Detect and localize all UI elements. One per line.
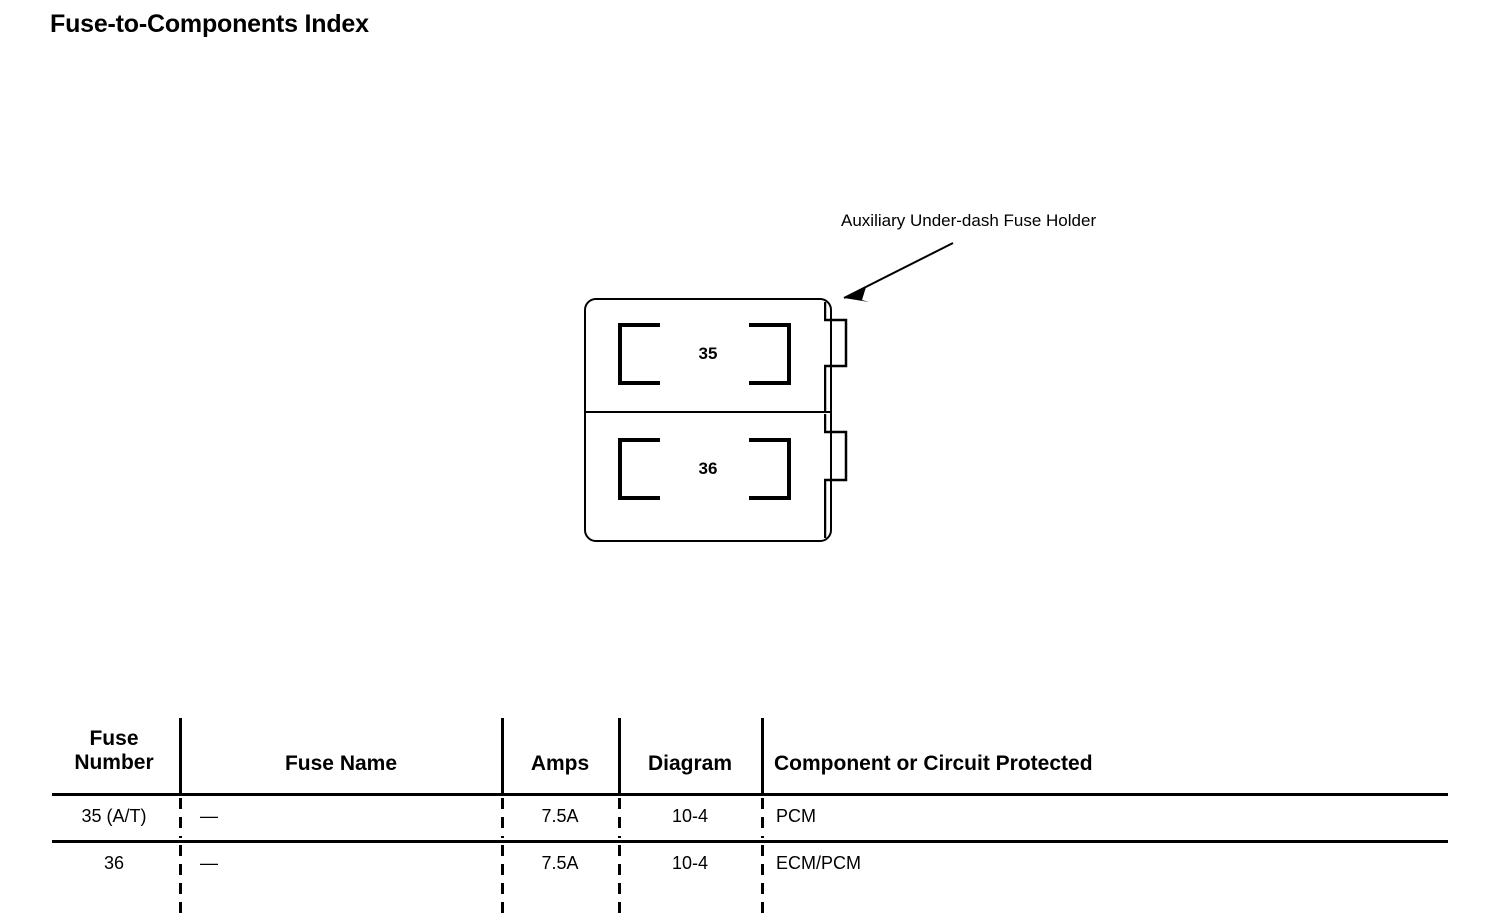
- fuse-terminal-left-icon: [618, 323, 660, 385]
- fuse-terminal-left-icon: [618, 438, 660, 500]
- header-component-or-circuit-protected: Component or Circuit Protected: [774, 752, 1093, 775]
- col-divider-3-row2: [618, 845, 621, 914]
- header-fuse-number-line2: Number: [74, 750, 154, 774]
- col-divider-2-header: [501, 718, 504, 793]
- header-amps: Amps: [530, 752, 590, 775]
- row-2-component: ECM/PCM: [776, 853, 861, 873]
- col-divider-1-row2: [179, 845, 182, 914]
- arrow-pointer-icon: [843, 242, 954, 302]
- col-divider-1-row1: [179, 798, 182, 838]
- fuse-terminal-right-icon: [749, 438, 791, 500]
- row-1-component: PCM: [776, 806, 816, 826]
- table-row-separator: [52, 840, 1448, 843]
- row-1-fuse-number: 35 (A/T): [81, 806, 147, 826]
- row-2-diagram: 10-4: [671, 853, 709, 873]
- row-1-amps: 7.5A: [541, 806, 579, 826]
- row-2-fuse-number: 36: [103, 853, 125, 873]
- fuse-cell-35: 35: [584, 298, 832, 411]
- fuse-terminal-right-icon: [749, 323, 791, 385]
- row-2-fuse-name: —: [200, 853, 218, 873]
- col-divider-3-row1: [618, 798, 621, 838]
- table-header-rule: [52, 793, 1448, 796]
- holder-cell-divider: [584, 411, 832, 413]
- fuse-to-components-table: Fuse Number Fuse Name Amps Diagram Compo…: [52, 714, 1448, 914]
- header-diagram: Diagram: [647, 752, 733, 775]
- col-divider-2-row1: [501, 798, 504, 838]
- row-1-fuse-name: —: [200, 806, 218, 826]
- holder-side-tabs: [824, 302, 848, 538]
- fuse-cell-number-35: 35: [698, 344, 718, 363]
- col-divider-2-row2: [501, 845, 504, 914]
- col-divider-4-row2: [761, 845, 764, 914]
- col-divider-4-header: [761, 718, 764, 793]
- row-1-diagram: 10-4: [671, 806, 709, 826]
- fuse-cell-number-36: 36: [698, 459, 718, 478]
- fuse-cell-36: 36: [584, 413, 832, 526]
- row-2-amps: 7.5A: [541, 853, 579, 873]
- fuse-holder-body: 35 36: [584, 298, 832, 542]
- header-fuse-number: Fuse Number: [52, 727, 176, 774]
- header-fuse-name: Fuse Name: [284, 752, 398, 775]
- header-fuse-number-line1: Fuse: [89, 727, 139, 750]
- col-divider-1-header: [179, 718, 182, 793]
- callout-label-auxiliary-under-dash-fuse-holder: Auxiliary Under-dash Fuse Holder: [841, 211, 1097, 230]
- col-divider-4-row1: [761, 798, 764, 838]
- page-title: Fuse-to-Components Index: [50, 10, 369, 38]
- col-divider-3-header: [618, 718, 621, 793]
